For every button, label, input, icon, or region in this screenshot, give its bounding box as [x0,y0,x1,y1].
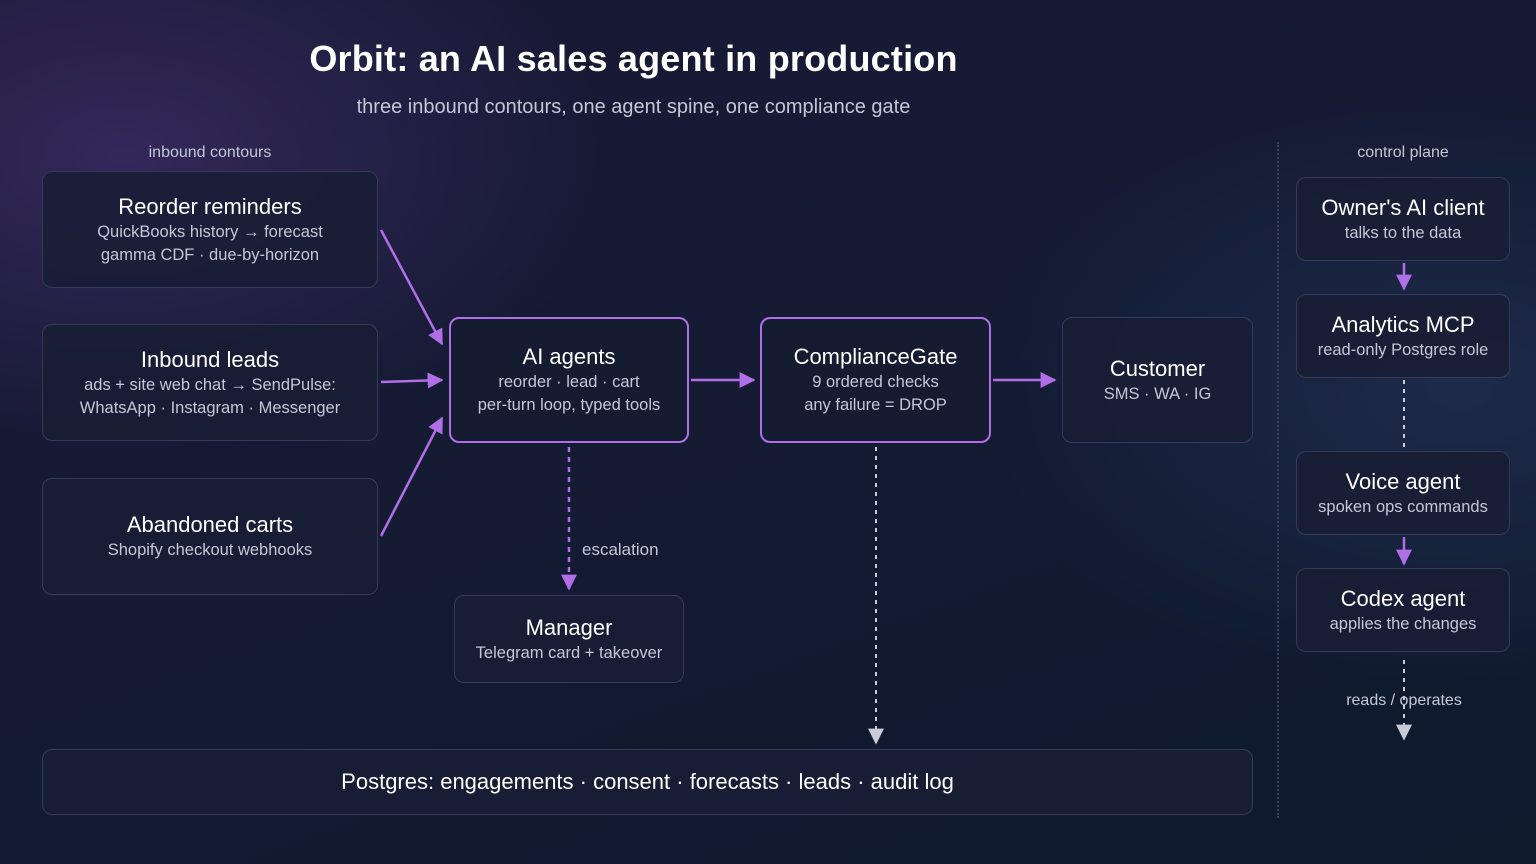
node-ai-agents: AI agents reorder · lead · cart per-turn… [449,317,689,443]
control-section-label: control plane [1357,144,1449,161]
node-title: Abandoned carts [126,512,294,537]
escalation-label: escalation [582,540,659,559]
inbound-section-label: inbound contours [148,144,272,161]
node-title: Codex agent [1340,585,1466,611]
node-detail: reorder · lead · cart [498,373,640,391]
node-voice-agent: Voice agent spoken ops commands [1296,451,1510,535]
node-detail: gamma CDF · due-by-horizon [100,245,320,264]
node-inbound-leads: Inbound leads ads + site web chat → Send… [42,324,378,441]
node-detail: applies the changes [1329,614,1477,633]
node-analytics-mcp: Analytics MCP read-only Postgres role [1296,294,1510,378]
node-title: Analytics MCP [1331,311,1475,337]
edge-reorder-to-agents [379,229,444,346]
node-title: Inbound leads [140,346,280,372]
node-compliance-gate: ComplianceGate 9 ordered checks any fail… [760,317,991,443]
node-detail: WhatsApp · Instagram · Messenger [79,398,341,417]
node-manager: Manager Telegram card + takeover [454,595,684,683]
diagram-subtitle: three inbound contours, one agent spine,… [356,96,911,118]
node-title: ComplianceGate [793,344,958,369]
node-title: Manager [525,614,613,640]
control-plane-divider [1277,142,1279,818]
node-detail: ads + site web chat → SendPulse: [84,375,336,394]
node-owners-ai-client: Owner's AI client talks to the data [1296,177,1510,261]
node-postgres-database: Postgres: engagements · consent · foreca… [42,749,1253,815]
node-detail: read-only Postgres role [1317,340,1489,359]
node-title: Reorder reminders [118,193,302,219]
node-detail: per-turn loop, typed tools [477,396,661,414]
node-title: Customer [1109,355,1206,381]
node-codex-agent: Codex agent applies the changes [1296,568,1510,652]
node-title: Voice agent [1345,468,1461,494]
node-reorder-reminders: Reorder reminders QuickBooks history → f… [42,171,378,288]
node-detail: QuickBooks history → forecast [97,222,323,241]
node-detail: Telegram card + takeover [475,643,663,662]
node-detail: any failure = DROP [804,396,947,414]
database-label: Postgres: engagements · consent · foreca… [341,769,954,794]
node-detail: SMS · WA · IG [1103,384,1212,403]
edge-inbound-to-agents [380,372,444,389]
node-detail: Shopify checkout webhooks [107,541,313,559]
node-detail: 9 ordered checks [812,373,939,391]
node-detail: talks to the data [1344,223,1462,242]
node-title: AI agents [522,344,616,369]
edge-carts-to-agents [379,416,444,537]
diagram-title: Orbit: an AI sales agent in production [309,38,958,79]
node-abandoned-carts: Abandoned carts Shopify checkout webhook… [42,478,378,595]
reads-operates-label: reads / operates [1346,692,1462,709]
node-title: Owner's AI client [1321,194,1485,220]
node-customer: Customer SMS · WA · IG [1062,317,1253,443]
node-detail: spoken ops commands [1318,497,1488,516]
